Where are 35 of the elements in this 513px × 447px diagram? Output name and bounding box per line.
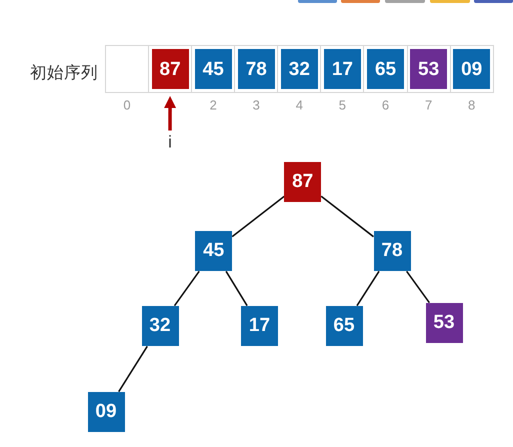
index-label: 0 [123, 98, 131, 112]
array-cell [105, 44, 150, 93]
number-tile: 78 [238, 49, 275, 90]
row-label: 初始序列 [30, 64, 98, 82]
connector-line [232, 196, 285, 238]
index-label: 8 [468, 98, 476, 112]
arrow [164, 96, 176, 130]
index-label: 4 [296, 98, 303, 112]
index-label: 7 [424, 98, 432, 112]
tree-node: 53 [426, 302, 462, 344]
connector-line [174, 270, 200, 306]
number-tile: 32 [280, 49, 318, 90]
connector-line [356, 270, 380, 306]
tree-node: 09 [88, 392, 124, 432]
number-tile: 87 [152, 49, 189, 90]
number-tile: 09 [453, 49, 490, 90]
number-tile: 53 [410, 49, 448, 90]
tree-node: 45 [195, 230, 232, 272]
number-tile: 65 [366, 49, 404, 90]
pointer-label: i [168, 134, 172, 150]
index-label: 2 [210, 98, 217, 112]
index-label: 6 [382, 98, 390, 112]
tree-node: 78 [374, 230, 410, 272]
connector-line [118, 346, 148, 392]
number-tile: 45 [194, 49, 232, 90]
number-tile: 17 [324, 49, 361, 90]
index-label: 3 [252, 98, 260, 112]
tree-node: 87 [284, 162, 322, 202]
tree-node: 32 [142, 306, 178, 346]
tree-node: 65 [326, 306, 362, 346]
connector-line [406, 270, 430, 304]
connector-line [320, 196, 374, 238]
tree-node: 17 [241, 306, 278, 346]
index-label: 5 [338, 98, 346, 112]
connector-line [225, 270, 248, 306]
